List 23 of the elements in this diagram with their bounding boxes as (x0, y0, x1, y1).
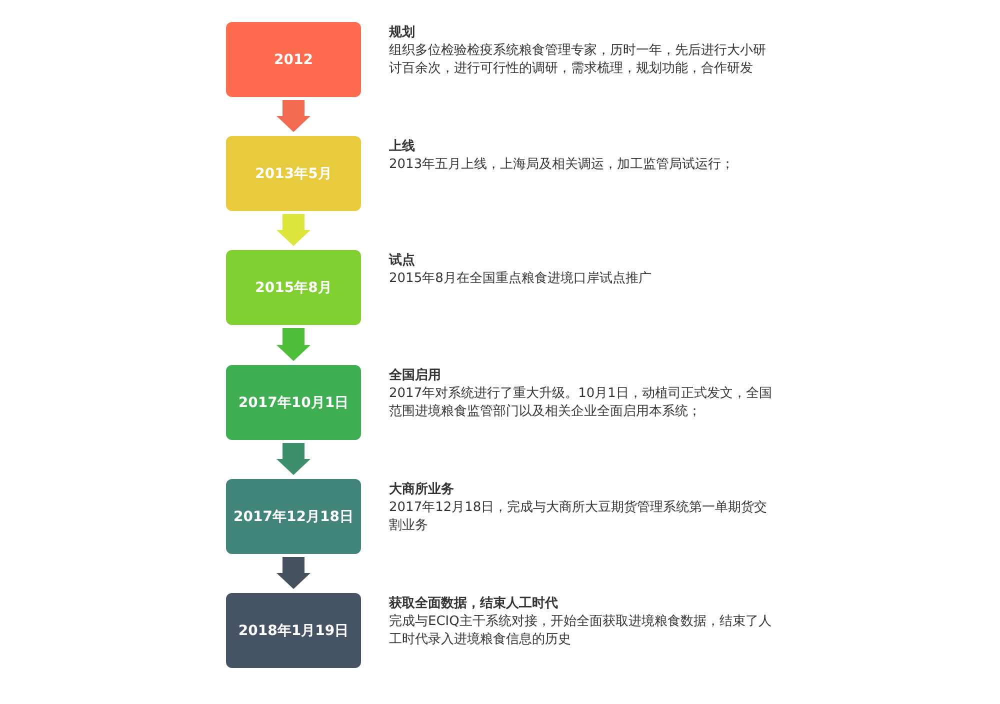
date-box: 2015年8月 (226, 250, 361, 325)
date-box: 2013年5月 (226, 136, 361, 211)
arrow (276, 328, 310, 361)
milestone-description: 完成与ECIQ主干系统对接，开始全面获取进境粮食数据，结束了人工时代录入进境粮食信息的历史 (389, 613, 772, 649)
arrow (276, 443, 310, 475)
milestone-description: 2017年12月18日，完成与大商所大豆期货管理系统第一单期货交割业务 (389, 499, 768, 535)
arrow (276, 100, 310, 132)
date-box: 2012 (226, 22, 361, 97)
arrow (276, 557, 310, 589)
milestone-heading: 规划 (389, 24, 415, 42)
milestone-heading: 全国启用 (389, 367, 441, 385)
date-box: 2018年1月19日 (226, 593, 361, 668)
date-box: 2017年12月18日 (226, 479, 361, 554)
milestone-description: 2015年8月在全国重点粮食进境口岸试点推广 (389, 270, 652, 288)
milestone-description: 2013年五月上线，上海局及相关调运，加工监管局试运行； (389, 156, 736, 174)
arrow (276, 214, 310, 246)
date-box: 2017年10月1日 (226, 365, 361, 440)
milestone-heading: 试点 (389, 252, 415, 270)
milestone-description: 组织多位检验检疫系统粮食管理专家，历时一年，先后进行大小研讨百余次，进行可行性的调研，需求梳理，规划功能，合作研发 (389, 42, 767, 78)
milestone-heading: 上线 (389, 138, 415, 156)
milestone-heading: 大商所业务 (389, 481, 454, 499)
milestone-heading: 获取全面数据，结束人工时代 (389, 595, 558, 613)
milestone-description: 2017年对系统进行了重大升级。10月1日，动植司正式发文，全国范围进境粮食监管部门以及相关企业全面启用本系统； (389, 385, 773, 421)
